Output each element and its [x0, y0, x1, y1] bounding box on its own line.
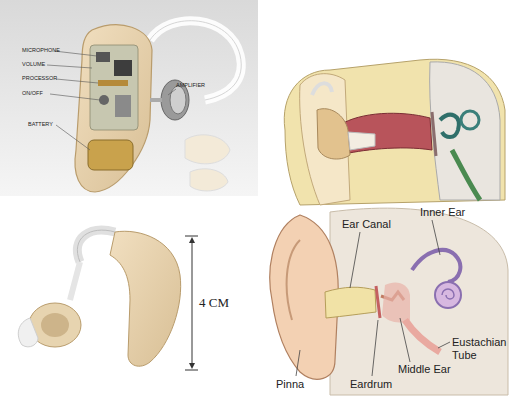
ear-cross-section — [348, 132, 375, 150]
ear-cross-section — [461, 111, 479, 129]
part-label: BATTERY — [28, 121, 53, 127]
ear-anatomy — [412, 250, 460, 282]
ear-cross-section — [300, 74, 350, 205]
cutaway-hearing-aid — [88, 140, 133, 170]
anatomy-label: Inner Ear — [420, 206, 465, 219]
anatomy-label: Eardrum — [350, 378, 392, 391]
leader-lines — [432, 220, 440, 255]
ear-cross-section — [440, 115, 459, 137]
ear-cross-section — [432, 112, 436, 156]
cutaway-hearing-aid — [185, 135, 230, 164]
ear-anatomy — [325, 287, 376, 318]
behind-the-ear-aid — [18, 318, 38, 347]
part-label: AMPLIFIER — [176, 82, 205, 88]
anatomy-label: Middle Ear — [398, 363, 451, 376]
cutaway-hearing-aid — [75, 25, 152, 192]
leader-lines — [54, 51, 97, 56]
ear-anatomy — [382, 282, 410, 322]
leader-lines — [350, 232, 360, 288]
anatomy-label: Eustachian Tube — [452, 336, 514, 361]
behind-the-ear-aid — [77, 230, 115, 262]
cutaway-hearing-aid — [96, 52, 110, 62]
ear-cross-section — [452, 150, 480, 200]
leader-lines — [50, 94, 100, 100]
behind-the-ear-aid — [70, 262, 80, 300]
leader-lines — [47, 65, 92, 68]
dimension-label: 4 CM — [199, 296, 229, 311]
leader-lines — [168, 89, 176, 95]
leader-lines — [56, 125, 90, 150]
behind-the-ear-aid — [77, 230, 115, 262]
cutaway-hearing-aid — [0, 0, 258, 196]
cutaway-hearing-aid — [114, 60, 132, 76]
anatomy-label: Pinna — [276, 378, 304, 391]
cutaway-hearing-aid — [99, 95, 109, 105]
ear-cross-section — [340, 113, 432, 155]
ear-cross-section — [284, 59, 505, 205]
dimension-bracket — [185, 370, 198, 371]
cutaway-hearing-aid — [150, 98, 162, 102]
part-label: VOLUME — [22, 61, 45, 67]
leader-lines — [56, 79, 98, 83]
cutaway-hearing-aid — [190, 169, 228, 191]
ear-cross-section — [317, 109, 350, 159]
leader-lines — [296, 350, 300, 376]
dimension-bracket — [192, 240, 193, 366]
leader-lines — [296, 220, 450, 376]
ear-anatomy — [435, 282, 461, 308]
cutaway-hearing-aid — [115, 95, 131, 117]
anatomy-label: Ear Canal — [342, 218, 391, 231]
dimension-bracket — [185, 236, 198, 370]
ear-anatomy — [376, 286, 380, 318]
behind-the-ear-aid — [110, 231, 181, 366]
cutaway-hearing-aid — [0, 0, 258, 196]
behind-the-ear-aid — [41, 313, 69, 337]
part-label: MICROPHONE — [22, 47, 60, 53]
ear-cross-section — [430, 62, 500, 200]
leader-lines — [438, 342, 450, 348]
ear-cross-section — [284, 59, 505, 205]
behind-the-ear-aid — [18, 230, 180, 366]
ear-anatomy — [442, 289, 454, 299]
cutaway-hearing-aid — [98, 80, 128, 86]
ear-anatomy — [405, 320, 440, 352]
leader-lines — [372, 320, 378, 376]
part-label: PROCESSOR — [22, 75, 57, 81]
ear-anatomy — [270, 208, 508, 395]
ear-cross-section — [312, 83, 332, 95]
leader-lines — [47, 51, 176, 150]
cutaway-hearing-aid — [90, 45, 138, 130]
leader-lines — [400, 318, 410, 362]
ear-anatomy — [287, 240, 300, 320]
dimension-bracket — [185, 236, 198, 237]
cutaway-hearing-aid — [170, 86, 186, 114]
part-label: ON/OFF — [22, 90, 43, 96]
